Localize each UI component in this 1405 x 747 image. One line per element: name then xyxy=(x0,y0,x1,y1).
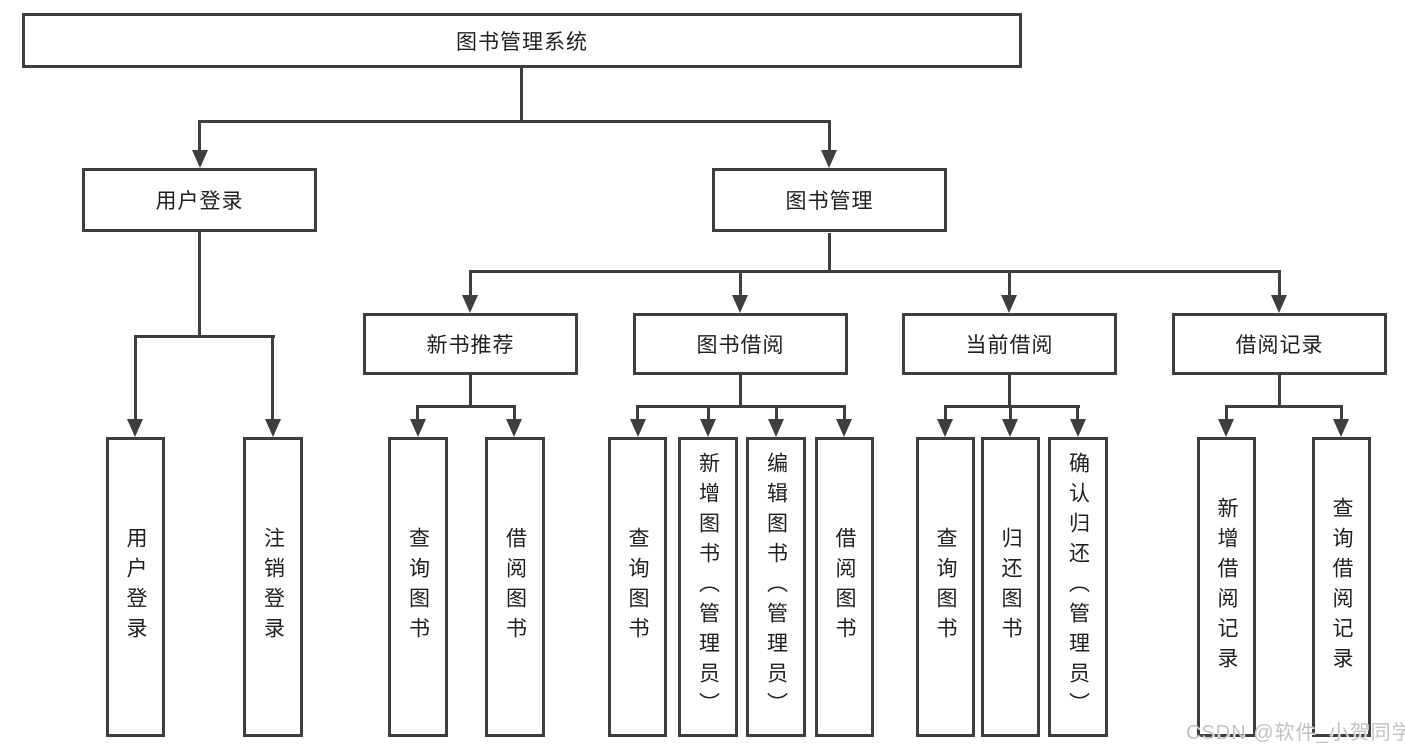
leaf-label: 归还图书 xyxy=(999,527,1022,647)
connector-book-mgmt-stem xyxy=(828,233,831,270)
node-new-book-recommend-label: 新书推荐 xyxy=(426,334,515,357)
leaf-label: 查询借阅记录 xyxy=(1330,497,1353,677)
connector-l3-drop xyxy=(469,270,472,297)
leaf-confirm-return-admin: 确认归还（管理员） xyxy=(1048,437,1108,737)
connector-leaf-drop xyxy=(944,405,947,421)
connector-borrow-records-bar xyxy=(1225,405,1343,408)
node-root-label: 图书管理系统 xyxy=(456,30,588,54)
arrow-down-icon xyxy=(836,419,852,437)
connector-user-login-drop xyxy=(198,120,201,152)
node-book-borrow-label: 图书借阅 xyxy=(696,334,785,357)
arrow-down-icon xyxy=(1002,419,1018,437)
arrow-down-icon xyxy=(1271,295,1287,313)
csdn-watermark: CSDN @软件_小贺同学 xyxy=(1186,722,1405,744)
node-root: 图书管理系统 xyxy=(22,13,1022,68)
arrow-down-icon xyxy=(768,419,784,437)
arrow-down-icon xyxy=(410,419,426,437)
node-book-management: 图书管理 xyxy=(712,168,947,232)
leaf-borrow-book-recommend: 借阅图书 xyxy=(485,437,545,737)
leaf-label: 注销登录 xyxy=(261,527,285,647)
arrow-down-icon xyxy=(1218,419,1234,437)
connector-book-borrow-bar xyxy=(636,405,846,408)
node-new-book-recommend: 新书推荐 xyxy=(363,313,578,375)
leaf-return-book: 归还图书 xyxy=(981,437,1040,737)
connector-user-login-stem xyxy=(198,232,201,335)
leaf-label: 借阅图书 xyxy=(833,527,856,647)
connector-leaf-drop xyxy=(271,335,274,421)
node-current-borrow-label: 当前借阅 xyxy=(965,334,1054,357)
arrow-down-icon xyxy=(937,419,953,437)
connector-level3-bar xyxy=(469,270,1281,273)
arrow-down-icon xyxy=(462,295,478,313)
connector-current-borrow-stem xyxy=(1008,375,1011,405)
connector-root-stem xyxy=(520,68,523,120)
arrow-down-icon xyxy=(630,419,646,437)
leaf-label: 借阅图书 xyxy=(503,527,527,647)
connector-leaf-drop xyxy=(775,405,778,421)
leaf-query-borrow-record: 查询借阅记录 xyxy=(1312,437,1371,737)
leaf-label: 查询图书 xyxy=(626,527,649,647)
connector-new-book-stem xyxy=(469,375,472,405)
connector-leaf-drop xyxy=(416,405,419,421)
connector-leaf-drop xyxy=(1340,405,1343,421)
leaf-label: 用户登录 xyxy=(124,527,147,647)
node-borrow-records: 借阅记录 xyxy=(1172,313,1387,375)
leaf-user-login: 用户登录 xyxy=(106,437,165,737)
leaf-label: 编辑图书（管理员） xyxy=(764,452,788,722)
leaf-label: 确认归还（管理员） xyxy=(1066,452,1090,722)
arrow-down-icon xyxy=(1333,419,1349,437)
connector-leaf-drop xyxy=(636,405,639,421)
connector-new-book-bar xyxy=(416,405,516,408)
leaf-edit-book-admin: 编辑图书（管理员） xyxy=(746,437,806,737)
leaf-label: 查询图书 xyxy=(934,527,957,647)
connector-l3-drop xyxy=(739,270,742,297)
connector-l3-drop xyxy=(1278,270,1281,297)
connector-root-bar xyxy=(198,120,831,123)
connector-leaf-drop xyxy=(513,405,516,421)
arrow-down-icon xyxy=(506,419,522,437)
node-user-login: 用户登录 xyxy=(82,168,317,232)
connector-leaf-drop xyxy=(1076,405,1079,421)
arrow-down-icon xyxy=(732,295,748,313)
connector-book-borrow-stem xyxy=(739,375,742,405)
leaf-label: 查询图书 xyxy=(406,527,430,647)
leaf-label: 新增借阅记录 xyxy=(1215,497,1238,677)
arrow-down-icon xyxy=(192,150,208,168)
arrow-down-icon xyxy=(1070,419,1086,437)
node-user-login-label: 用户登录 xyxy=(155,190,244,213)
leaf-query-book-current: 查询图书 xyxy=(916,437,975,737)
connector-borrow-records-stem xyxy=(1278,375,1281,405)
arrow-down-icon xyxy=(1001,295,1017,313)
arrow-down-icon xyxy=(821,150,837,168)
connector-leaf-drop xyxy=(134,335,137,421)
connector-leaf-drop xyxy=(1225,405,1228,421)
arrow-down-icon xyxy=(700,419,716,437)
node-borrow-records-label: 借阅记录 xyxy=(1235,334,1324,357)
connector-leaf-drop xyxy=(843,405,846,421)
connector-leaf-drop xyxy=(707,405,710,421)
connector-current-borrow-bar xyxy=(944,405,1080,408)
connector-book-mgmt-drop xyxy=(828,120,831,152)
node-current-borrow: 当前借阅 xyxy=(902,313,1117,375)
arrow-down-icon xyxy=(127,419,143,437)
connector-l3-drop xyxy=(1008,270,1011,297)
leaf-label: 新增图书（管理员） xyxy=(696,452,720,722)
connector-leaf-drop xyxy=(1009,405,1012,421)
leaf-add-borrow-record: 新增借阅记录 xyxy=(1197,437,1256,737)
node-book-management-label: 图书管理 xyxy=(785,190,874,213)
connector-user-login-bar xyxy=(134,335,275,338)
leaf-query-book-borrow: 查询图书 xyxy=(608,437,667,737)
leaf-borrow-book: 借阅图书 xyxy=(815,437,874,737)
leaf-logout: 注销登录 xyxy=(243,437,303,737)
node-book-borrow: 图书借阅 xyxy=(633,313,848,375)
leaf-query-book-recommend: 查询图书 xyxy=(388,437,448,737)
leaf-add-book-admin: 新增图书（管理员） xyxy=(678,437,738,737)
arrow-down-icon xyxy=(265,419,281,437)
